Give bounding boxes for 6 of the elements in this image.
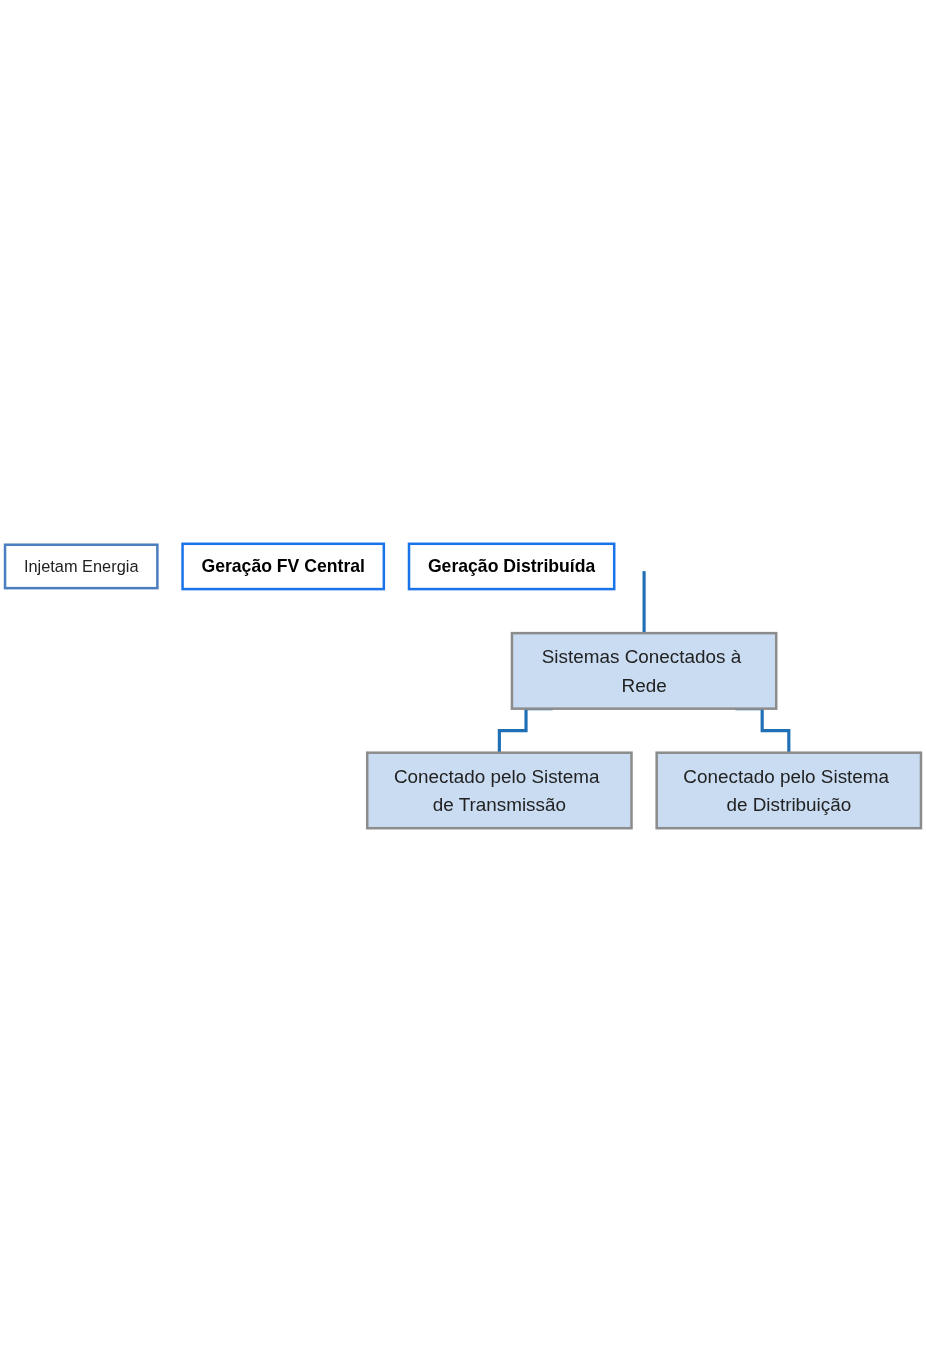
node-box: Sistemas Conectados à Rede — [510, 631, 778, 710]
node-box: Conectado pelo Sistema de Distribuição — [655, 751, 923, 830]
node-box: Geração FV Central — [181, 542, 386, 591]
node-box: Conectado pelo Sistema de Transmissão — [365, 751, 633, 830]
node-box: Geração Distribuída — [407, 542, 616, 591]
node-box: Injetam Energia — [3, 543, 159, 590]
